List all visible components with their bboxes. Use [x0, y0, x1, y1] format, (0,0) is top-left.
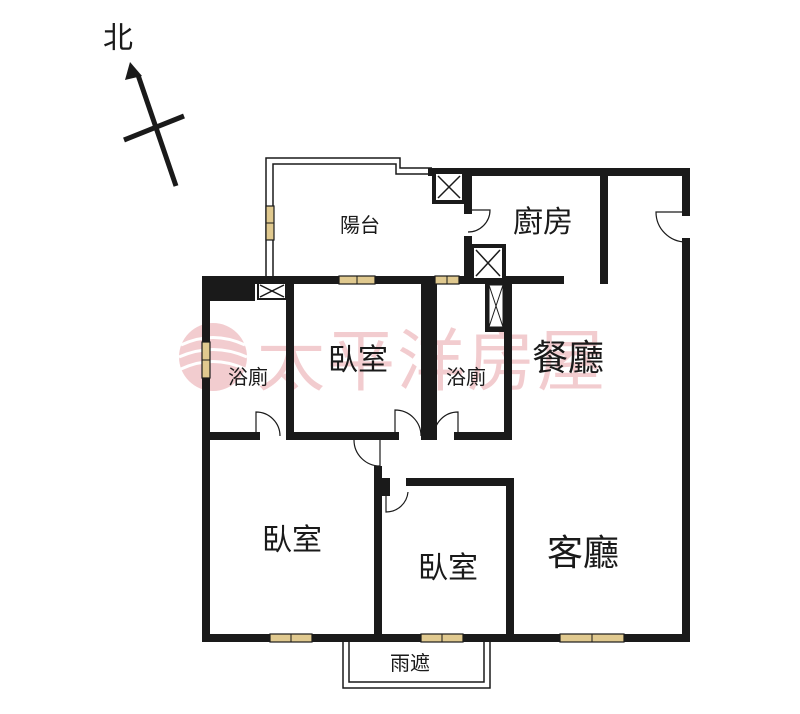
- duct-shaft-icon: [470, 244, 506, 282]
- structural-column: [203, 277, 255, 301]
- room-label-living: 客廳: [547, 533, 619, 574]
- door-swings: [255, 209, 687, 513]
- north-arrow-icon: [123, 62, 185, 187]
- compass-north-label: 北: [103, 21, 133, 56]
- room-label-balcony: 陽台: [340, 213, 380, 237]
- room-label-bedroom-mid: 臥室: [418, 551, 478, 586]
- door-swing: [394, 409, 422, 437]
- globe-logo-icon: [178, 323, 248, 391]
- room-label-bedroom-top: 臥室: [328, 343, 388, 378]
- door-swing: [433, 411, 459, 437]
- duct-shaft-icon: [432, 170, 466, 204]
- canopy-outline: [342, 638, 491, 689]
- door-swing: [255, 411, 281, 437]
- door-swing: [385, 491, 409, 513]
- door-swing: [655, 211, 687, 243]
- duct-shaft-icon: [257, 282, 287, 300]
- room-label-canopy: 雨遮: [390, 651, 430, 675]
- balcony-outline: [265, 157, 432, 278]
- door-swing: [467, 209, 491, 233]
- room-label-bedroom-left: 臥室: [262, 523, 322, 558]
- door-swing: [353, 439, 381, 467]
- room-labels: 陽台 廚房 浴廁 臥室 浴廁 餐廳 臥室 臥室 客廳 雨遮: [228, 205, 619, 675]
- room-label-bath-mid: 浴廁: [446, 365, 486, 389]
- room-label-dining: 餐廳: [532, 338, 604, 379]
- window-mullions: [202, 222, 593, 642]
- room-label-bath-left: 浴廁: [228, 365, 268, 389]
- room-label-kitchen: 廚房: [513, 205, 573, 240]
- compass: 北: [103, 21, 185, 187]
